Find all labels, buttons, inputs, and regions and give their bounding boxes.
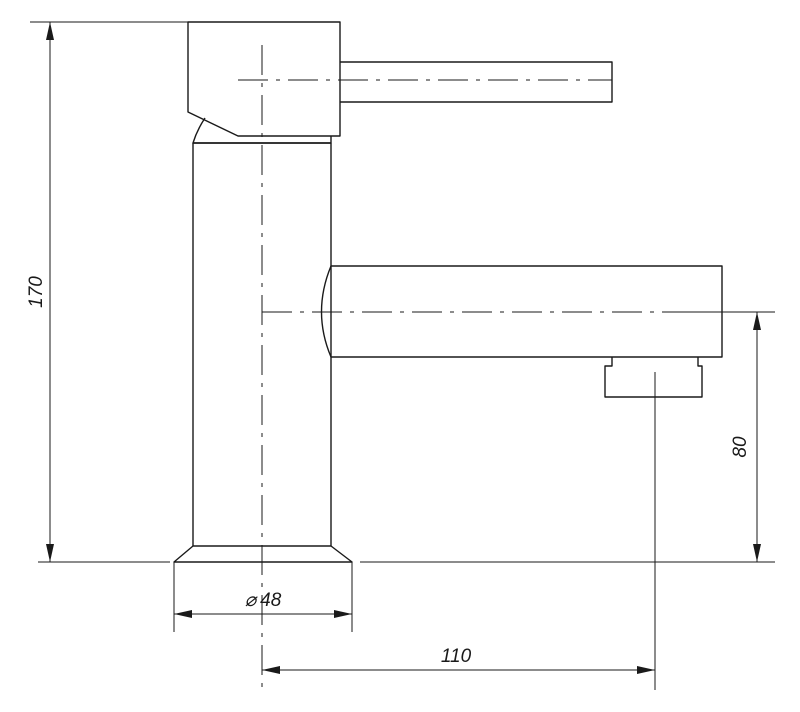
arrowhead-170-bottom	[46, 544, 54, 562]
handle-cap	[187, 21, 341, 137]
base-flange	[173, 545, 353, 563]
dimension-label-48: ⌀48	[245, 590, 282, 611]
diameter-value: 48	[260, 590, 282, 611]
dimension-base-diameter: ⌀48	[173, 562, 353, 632]
arrowhead-110-right	[637, 666, 655, 674]
dimension-spout-height: 80	[730, 312, 761, 562]
dimension-label-110: 110	[441, 646, 472, 667]
arrowhead-48-left	[174, 610, 192, 618]
spout	[320, 265, 723, 358]
arrowhead-80-top	[753, 312, 761, 330]
centerlines	[238, 45, 775, 690]
arrowhead-110-left	[262, 666, 280, 674]
dimension-label-170: 170	[26, 276, 47, 308]
aerator	[604, 357, 703, 398]
arrowhead-48-right	[334, 610, 352, 618]
dimension-spout-reach: 110	[262, 646, 655, 674]
faucet-outline	[173, 21, 723, 563]
arrowhead-80-bottom	[753, 544, 761, 562]
diameter-symbol: ⌀	[245, 590, 258, 611]
dimension-label-80: 80	[730, 436, 751, 458]
arrowhead-170-top	[46, 22, 54, 40]
dimension-total-height: 170	[26, 21, 188, 562]
lever-handle	[340, 61, 613, 103]
